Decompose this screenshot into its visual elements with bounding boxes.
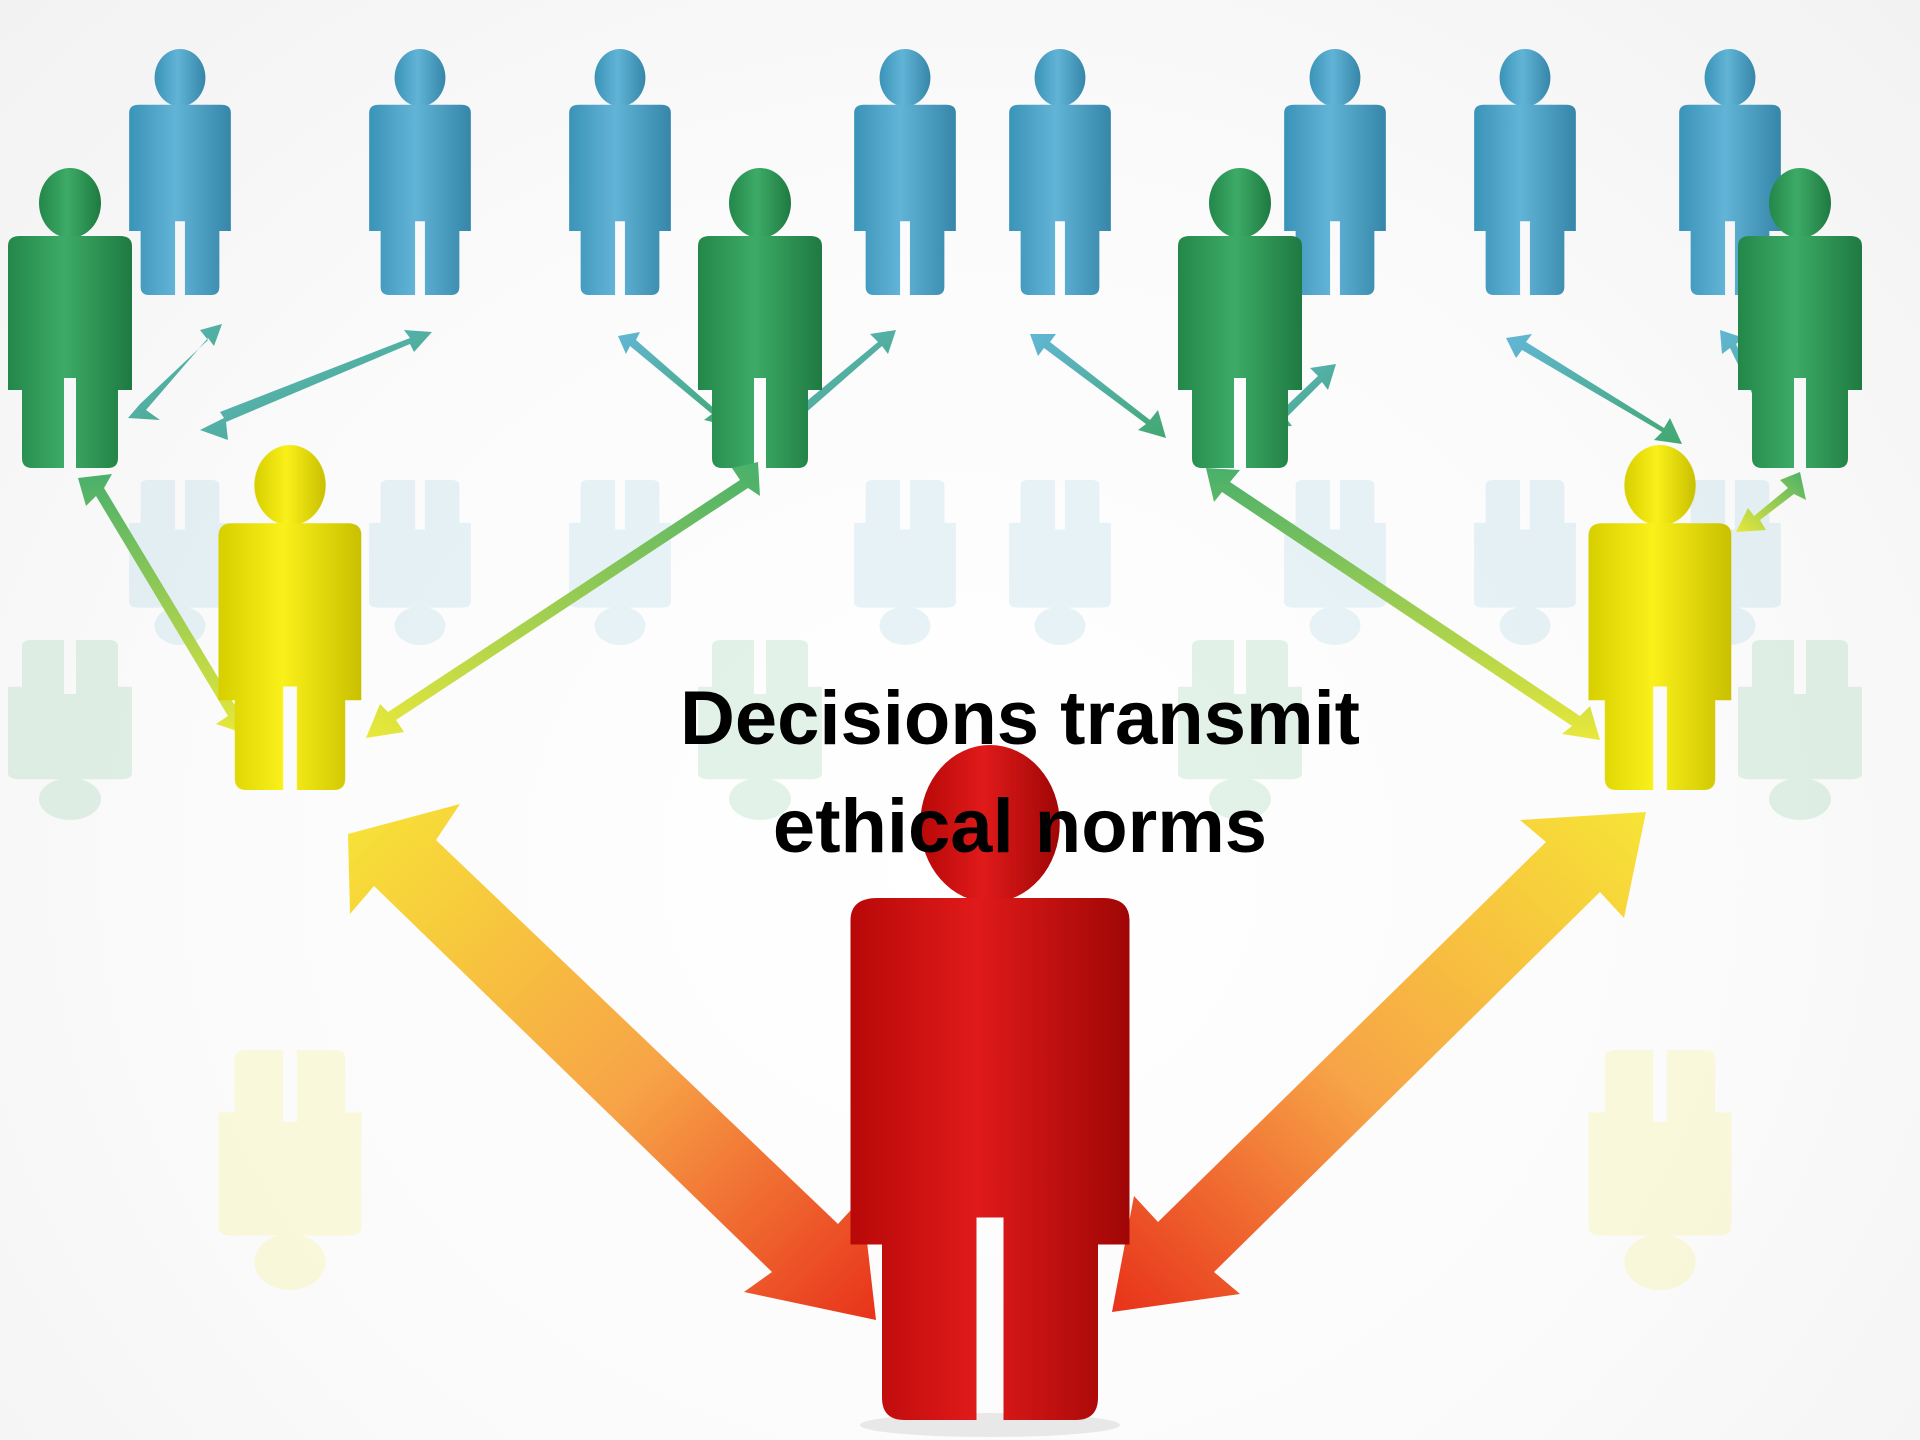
tier3-people: [129, 49, 1781, 296]
arrow-green-yellow-4: [1736, 472, 1806, 532]
arrow-blue-green-5: [1030, 334, 1166, 438]
person-blue-5: [1009, 49, 1111, 296]
arrow-blue-green-4: [780, 330, 896, 426]
tier1-arrows: [348, 804, 1646, 1320]
person-blue-3: [569, 49, 671, 296]
arrow-leader-right: [1112, 812, 1646, 1312]
leader: [850, 745, 1130, 1437]
arrow-blue-green-1: [128, 324, 222, 420]
caption-line-2: ethical norms: [772, 784, 1268, 869]
arrow-leader-left: [348, 804, 876, 1320]
person-green-2: [698, 168, 822, 468]
person-blue-4: [854, 49, 956, 296]
person-blue-7: [1474, 49, 1576, 296]
person-green-1: [8, 168, 132, 468]
slide-caption: Decisions transmit ethical norms: [560, 665, 1480, 881]
tier3-arrows: [128, 324, 1780, 444]
arrow-blue-green-3: [618, 332, 730, 426]
person-blue-1: [129, 49, 231, 296]
person-blue-2: [369, 49, 471, 296]
arrow-green-yellow-3: [1206, 468, 1600, 740]
arrow-blue-green-2: [200, 330, 432, 440]
arrow-blue-green-7: [1506, 334, 1682, 444]
arrow-green-yellow-1: [78, 474, 252, 736]
caption-line-1: Decisions transmit: [680, 676, 1360, 761]
person-green-3: [1178, 168, 1302, 468]
arrow-green-yellow-2: [366, 462, 760, 738]
person-yellow-left: [218, 445, 362, 790]
tier2-arrows: [78, 462, 1806, 740]
